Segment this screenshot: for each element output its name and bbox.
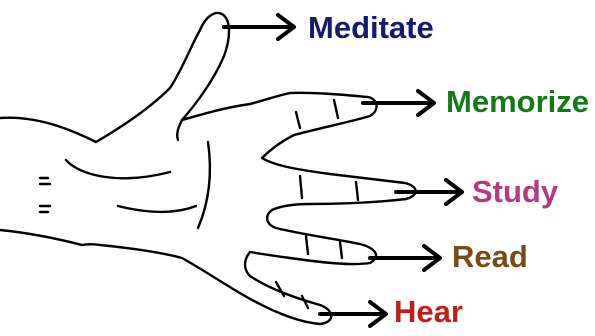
knuckle-line-5	[306, 236, 308, 254]
wrist-mark-2	[40, 206, 50, 212]
arrow-meditate	[224, 15, 294, 39]
knuckle-line-2	[334, 100, 338, 118]
label-study: Study	[472, 174, 559, 209]
label-meditate: Meditate	[308, 10, 434, 45]
arrow-read	[370, 246, 440, 270]
thumb-base-line	[177, 120, 182, 140]
palm-crease-1	[198, 142, 210, 228]
knuckle-line-3	[300, 176, 302, 198]
wrist-mark-1	[40, 178, 50, 184]
wrist-line-top	[0, 118, 96, 142]
wrist-line-bottom	[0, 230, 82, 245]
label-read: Read	[452, 239, 528, 274]
knuckle-line-6	[340, 242, 342, 258]
label-hear: Hear	[394, 294, 463, 329]
palm-crease-3	[118, 206, 196, 212]
hand-outline	[82, 13, 416, 324]
knuckle-line-7	[276, 282, 284, 296]
arrow-hear	[320, 302, 386, 326]
label-memorize: Memorize	[446, 84, 589, 119]
palm-crease-2	[66, 160, 170, 178]
knuckle-line-4	[356, 182, 358, 200]
knuckle-line-1	[296, 112, 300, 128]
